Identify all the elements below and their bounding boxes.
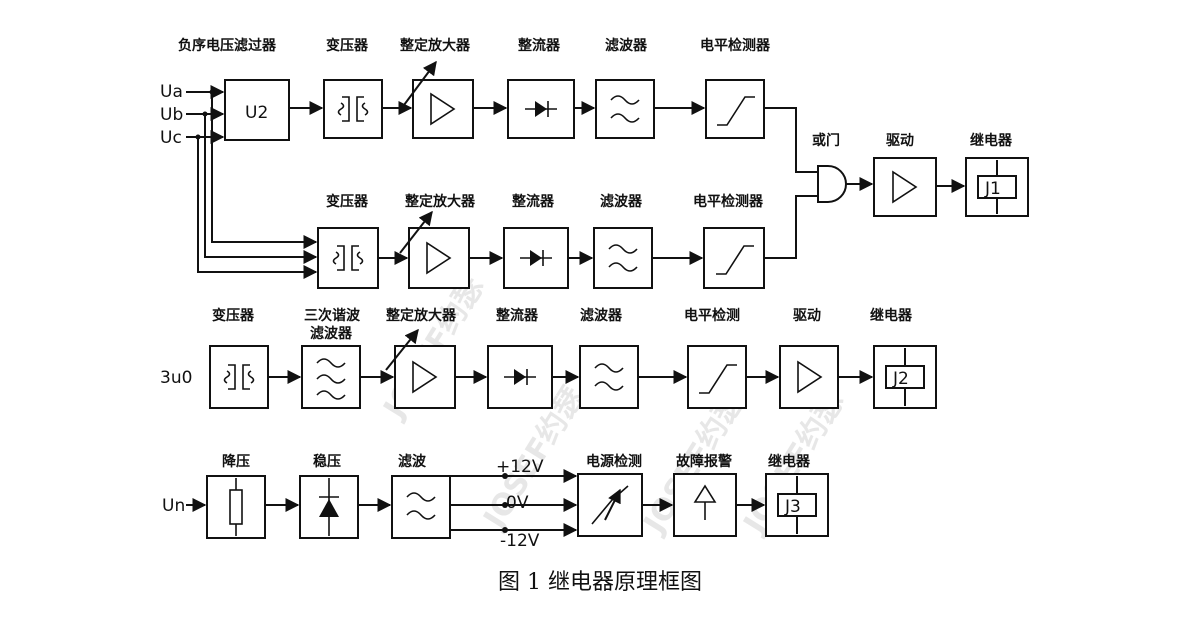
label-level-detector: 电平检测器: [693, 193, 764, 210]
voltage-zero: 0V: [506, 493, 529, 513]
label-rectifier: 整流器: [511, 193, 555, 210]
label-level-detector: 电平检测器: [700, 37, 771, 54]
label-setting-amplifier: 整定放大器: [404, 193, 476, 210]
input-un: Un: [162, 496, 185, 516]
label-fault-alarm: 故障报警: [676, 453, 732, 470]
setting-amplifier-block: [394, 345, 456, 409]
row1-path: 负序电压滤过器 变压器 整定放大器 整流器 滤波器 电平检测器 Ua Ub Uc…: [160, 37, 818, 173]
level-detector-block: [687, 345, 747, 409]
negative-sequence-filter-block: [224, 79, 290, 141]
label-rectifier: 整流器: [517, 37, 561, 54]
figure-caption: 图 1 继电器原理框图: [498, 570, 702, 595]
transformer-block: [317, 227, 379, 289]
level-detector-block: [705, 79, 765, 139]
rectifier-block: [487, 345, 553, 409]
input-ub: Ub: [160, 105, 183, 125]
label-drive: 驱动: [793, 307, 821, 324]
drive-block: [873, 157, 937, 217]
label-drive: 驱动: [886, 132, 914, 149]
transformer-block: [209, 345, 269, 409]
label-negative-sequence-filter: 负序电压滤过器: [178, 37, 277, 54]
row3-path: 变压器 三次谐波 滤波器 整定放大器 整流器 滤波器 电平检测 驱动 继电器 3…: [160, 307, 937, 409]
third-harmonic-filter-block: [301, 345, 361, 409]
label-transformer: 变压器: [212, 307, 255, 324]
row4-path: 降压 稳压 滤波 电源检测 故障报警 继电器 Un +12V 0V -12V: [162, 453, 829, 551]
setting-amplifier-block: [412, 79, 474, 139]
relay-j1-label: J1: [984, 179, 1001, 199]
power-detect-block: [577, 473, 643, 537]
output-path-1: 或门 驱动 继电器 J1: [812, 132, 1029, 217]
row2-path: 变压器 整定放大器 整流器 滤波器 电平检测器: [197, 92, 818, 289]
label-transformer: 变压器: [326, 37, 369, 54]
label-transformer: 变压器: [326, 193, 369, 210]
label-filter: 滤波器: [580, 307, 623, 324]
label-third-harmonic: 三次谐波: [304, 307, 361, 324]
filter-block: [391, 475, 451, 539]
label-filter: 滤波: [398, 453, 427, 470]
u2-label: U2: [245, 103, 268, 123]
label-or-gate: 或门: [812, 132, 840, 149]
label-relay: 继电器: [768, 453, 811, 470]
filter-block: [579, 345, 639, 409]
label-setting-amplifier: 整定放大器: [399, 37, 471, 54]
label-relay: 继电器: [970, 132, 1013, 149]
label-third-harmonic-filter: 滤波器: [310, 325, 353, 342]
filter-block: [593, 227, 653, 289]
voltage-minus12: -12V: [500, 531, 540, 551]
relay-j3-label: J3: [784, 497, 801, 517]
setting-amplifier-block: [408, 227, 470, 289]
filter-block: [595, 79, 655, 139]
label-power-detect: 电源检测: [586, 453, 642, 470]
input-uc: Uc: [160, 128, 182, 148]
label-filter: 滤波器: [600, 193, 643, 210]
relay-j2-label: J2: [892, 369, 909, 389]
drive-block: [779, 345, 839, 409]
voltage-plus12: +12V: [496, 457, 544, 477]
label-rectifier: 整流器: [495, 307, 539, 324]
input-3u0: 3u0: [160, 368, 192, 388]
input-ua: Ua: [160, 82, 183, 102]
label-step-down: 降压: [222, 453, 250, 470]
label-regulator: 稳压: [313, 453, 341, 470]
transformer-block: [323, 79, 383, 139]
label-setting-amplifier: 整定放大器: [385, 307, 457, 324]
or-gate: [817, 165, 847, 203]
level-detector-block: [703, 227, 765, 289]
label-filter: 滤波器: [605, 37, 648, 54]
label-level-detection: 电平检测: [684, 307, 740, 324]
fault-alarm-block: [673, 473, 737, 537]
label-relay: 继电器: [870, 307, 913, 324]
